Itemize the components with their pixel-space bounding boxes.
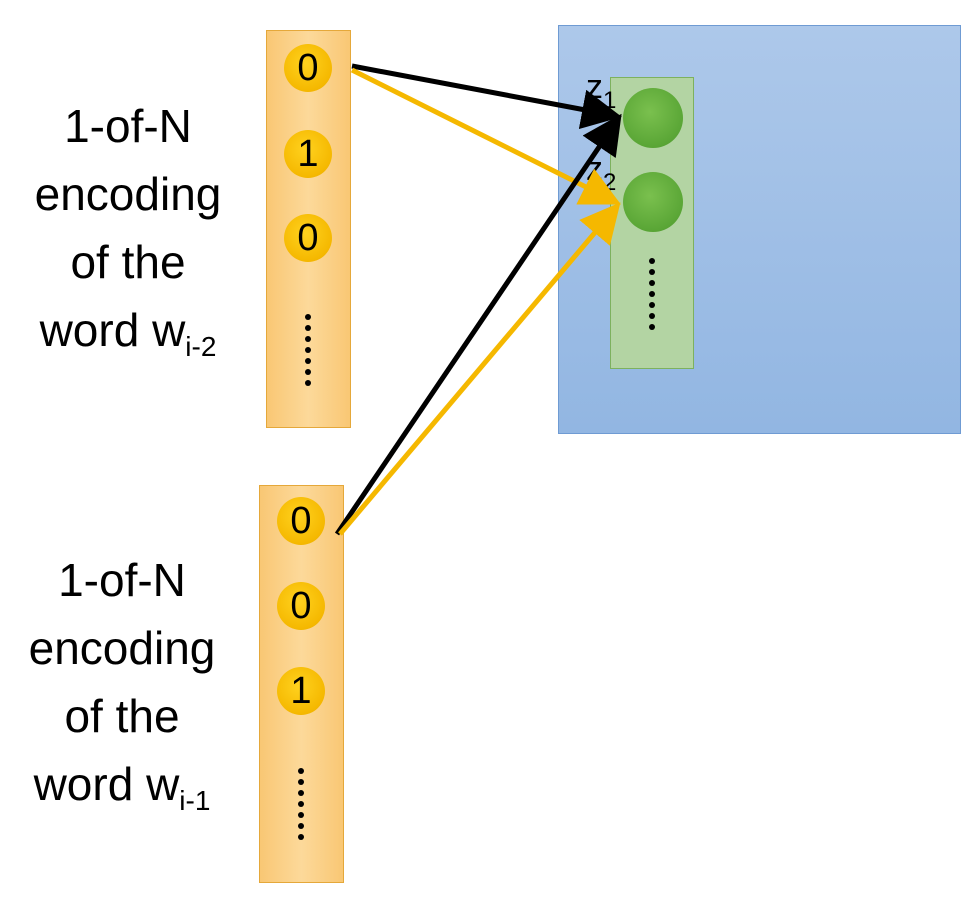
top-caption-line-2: encoding	[34, 168, 222, 220]
top-caption-line-3: of the	[70, 236, 186, 288]
bottom-caption-word: word w	[33, 758, 180, 810]
hidden-ellipsis	[648, 258, 656, 335]
top-input-node-1: 0	[284, 44, 332, 92]
top-caption-line-4: word wi-2	[18, 296, 238, 381]
top-input-ellipsis	[304, 314, 312, 391]
bottom-input-node-1: 0	[277, 497, 325, 545]
bottom-caption-line-1: 1-of-N	[58, 554, 186, 606]
bottom-caption-subscript: i-1	[179, 785, 211, 816]
top-input-node-3: 0	[284, 214, 332, 262]
arrow-bottom-to-z1	[334, 113, 622, 536]
hidden-unit-z1	[623, 88, 683, 148]
arrow-top-to-z2	[350, 67, 621, 205]
top-input-node-2: 1	[284, 130, 332, 178]
top-caption-subscript: i-2	[185, 331, 217, 362]
top-caption-line-1: 1-of-N	[64, 100, 192, 152]
top-input-caption: 1-of-N encoding of the word wi-2	[18, 92, 238, 381]
bottom-caption-line-3: of the	[64, 690, 180, 742]
hidden-unit-z2	[623, 172, 683, 232]
bottom-input-ellipsis	[297, 768, 305, 845]
bottom-caption-line-2: encoding	[28, 622, 216, 674]
top-caption-word: word w	[39, 304, 186, 356]
arrow-bottom-to-z2	[338, 202, 621, 536]
bottom-input-caption: 1-of-N encoding of the word wi-1	[12, 546, 232, 835]
bottom-caption-line-4: word wi-1	[12, 750, 232, 835]
bottom-input-node-2: 0	[277, 582, 325, 630]
arrow-top-to-z1	[351, 63, 622, 130]
bottom-input-node-3: 1	[277, 667, 325, 715]
